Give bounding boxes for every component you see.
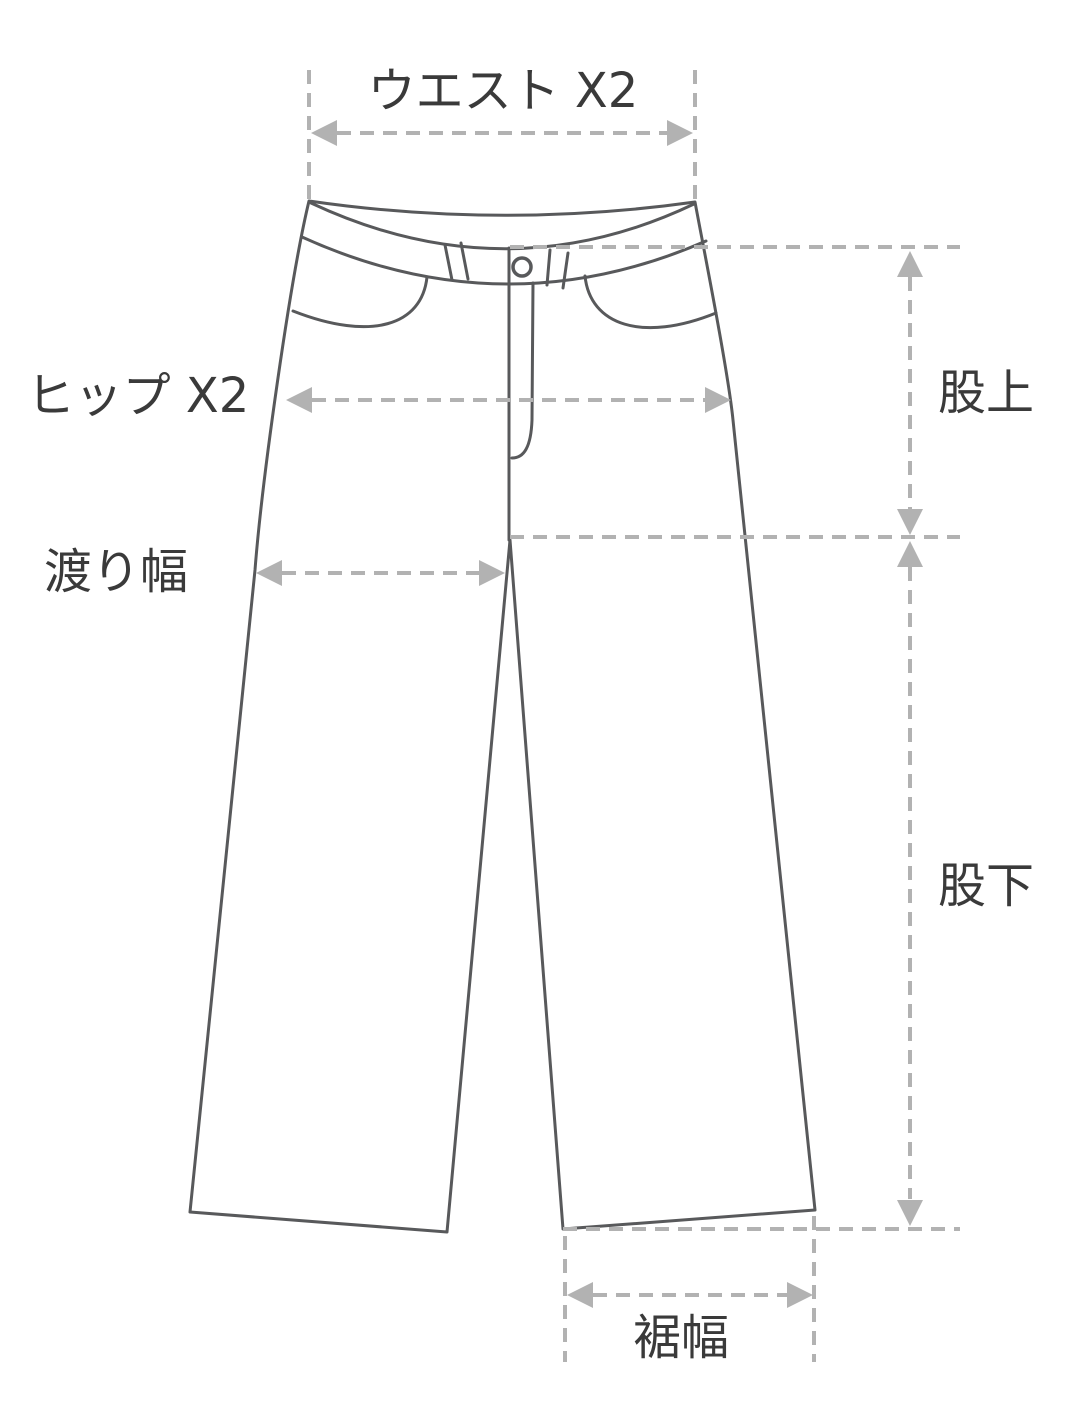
hem-arrowhead-left [567, 1282, 593, 1308]
waistband-top-seam [309, 201, 696, 251]
hip-arrowhead-right [705, 387, 731, 413]
fly-button [511, 256, 533, 278]
thigh-arrowhead-right [479, 560, 505, 586]
rise-arrowhead-down [897, 509, 923, 535]
waistband-bottom-seam [300, 235, 708, 286]
inseam-label: 股下 [937, 858, 1035, 914]
pants-silhouette [188, 199, 817, 1234]
thigh-arrowhead-left [256, 560, 282, 586]
thigh-width-label: 渡り幅 [43, 544, 189, 600]
pants-outline [188, 199, 817, 1234]
measurement-arrowheads [256, 120, 923, 1308]
waist-arrowhead-left [311, 120, 337, 146]
pocket-right [583, 274, 718, 330]
fly-j-stitch [510, 281, 535, 460]
rise-label: 股上 [937, 365, 1035, 421]
hip-label: ヒップ X2 [26, 368, 250, 424]
waist-arrowhead-right [667, 120, 693, 146]
inseam-arrowhead-down [897, 1200, 923, 1226]
waist-label: ウエスト X2 [367, 63, 639, 119]
hem-width-label: 裾幅 [632, 1310, 730, 1366]
measurement-lines [282, 70, 960, 1362]
pocket-left [291, 275, 429, 329]
inseam-arrowhead-up [897, 541, 923, 567]
rise-arrowhead-up [897, 251, 923, 277]
hem-arrowhead-right [787, 1282, 813, 1308]
hip-arrowhead-left [286, 387, 312, 413]
belt-loops [443, 241, 570, 290]
